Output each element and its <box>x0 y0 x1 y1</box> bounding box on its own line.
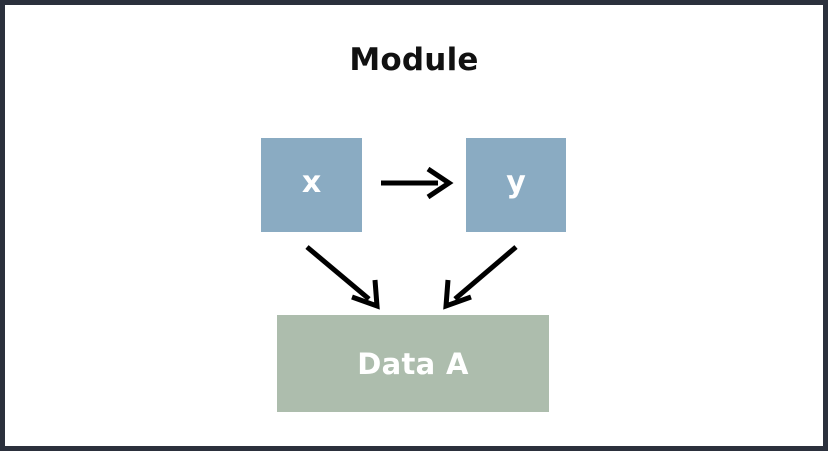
node-y[interactable]: y <box>466 138 566 232</box>
arrow-y-to-data-a <box>443 245 518 310</box>
node-x-label: x <box>301 165 322 200</box>
node-data-a[interactable]: Data A <box>277 315 549 412</box>
arrow-x-to-y <box>381 166 454 200</box>
node-y-label: y <box>506 165 526 200</box>
node-data-a-label: Data A <box>357 346 469 381</box>
node-x[interactable]: x <box>261 138 362 232</box>
arrow-x-to-data-a <box>305 245 380 310</box>
page-title: Module <box>349 42 479 78</box>
